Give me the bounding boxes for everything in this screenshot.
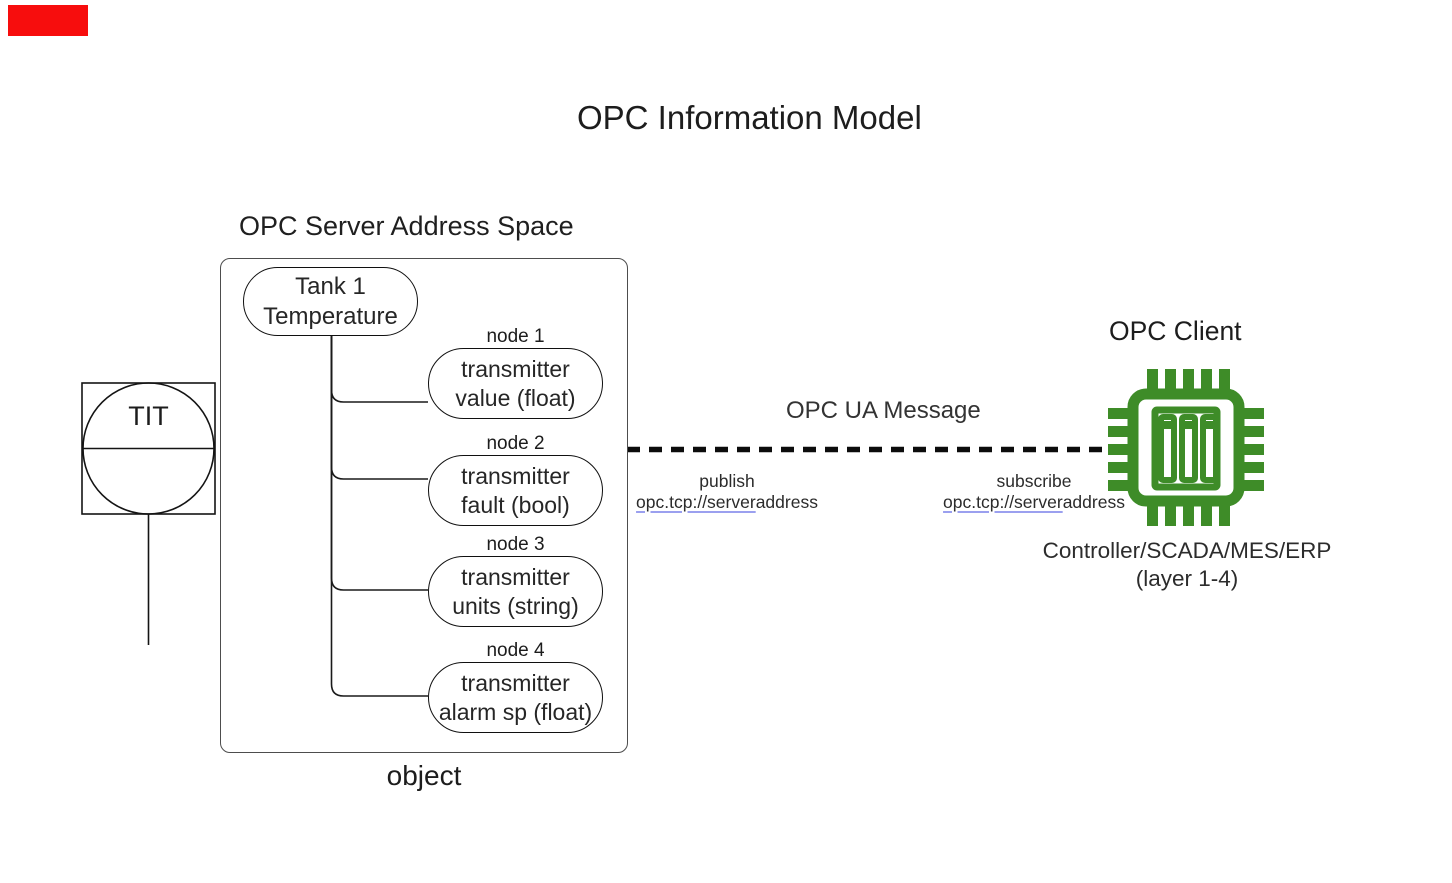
node-2-pill: transmitter fault (bool): [428, 455, 603, 526]
node-2-tag: node 2: [486, 433, 545, 454]
publish-endpoint: publish opc.tcp://serveraddress: [630, 471, 824, 513]
root-node-pill: Tank 1 Temperature: [243, 267, 418, 336]
node-3-line2: units (string): [452, 592, 579, 619]
publish-url[interactable]: opc.tcp://serveraddress: [630, 492, 824, 513]
node-3-tag: node 3: [486, 534, 545, 555]
node-4-tag: node 4: [486, 640, 545, 661]
client-label: OPC Client: [1109, 316, 1242, 346]
client-caption-line1: Controller/SCADA/MES/ERP: [1042, 538, 1332, 563]
node-4-line2: alarm sp (float): [438, 698, 593, 725]
server-space-label: OPC Server Address Space: [239, 211, 574, 241]
object-label: object: [386, 760, 462, 791]
node-2-line2: fault (bool): [461, 491, 570, 518]
instrument-label: TIT: [128, 401, 169, 431]
node-4-pill: transmitter alarm sp (float): [428, 662, 603, 733]
publish-action-label: publish: [699, 471, 755, 491]
node-1-line2: value (float): [455, 384, 576, 411]
chip-body: [1127, 388, 1245, 507]
publish-url-tail: address: [755, 492, 818, 512]
client-caption: Controller/SCADA/MES/ERP (layer 1-4): [1036, 537, 1338, 593]
client-caption-line2: (layer 1-4): [1135, 566, 1239, 591]
subscribe-action-label: subscribe: [996, 471, 1072, 491]
chip-pins: [1108, 369, 1264, 526]
subscribe-url[interactable]: opc.tcp://serveraddress: [937, 492, 1131, 513]
page-title: OPC Information Model: [577, 99, 922, 136]
node-1-pill: transmitter value (float): [428, 348, 603, 419]
node-4-line1: transmitter: [461, 670, 570, 697]
node-3-pill: transmitter units (string): [428, 556, 603, 627]
root-node-line1: Tank 1: [295, 273, 366, 301]
node-3-line1: transmitter: [461, 564, 570, 591]
ua-message-label: OPC UA Message: [786, 397, 981, 424]
node-2-line1: transmitter: [461, 463, 570, 490]
node-1-line1: transmitter: [461, 356, 570, 383]
publish-url-main[interactable]: opc.tcp://server: [636, 492, 756, 512]
node-1-tag: node 1: [486, 326, 545, 347]
chip-icon: [1106, 367, 1266, 528]
red-marker-box: [8, 5, 88, 36]
root-node-line2: Temperature: [263, 302, 398, 330]
subscribe-endpoint: subscribe opc.tcp://serveraddress: [937, 471, 1131, 513]
subscribe-url-tail: address: [1062, 492, 1125, 512]
subscribe-url-main[interactable]: opc.tcp://server: [943, 492, 1063, 512]
server-space-box: [220, 258, 628, 753]
chip-leds: [1163, 421, 1214, 429]
